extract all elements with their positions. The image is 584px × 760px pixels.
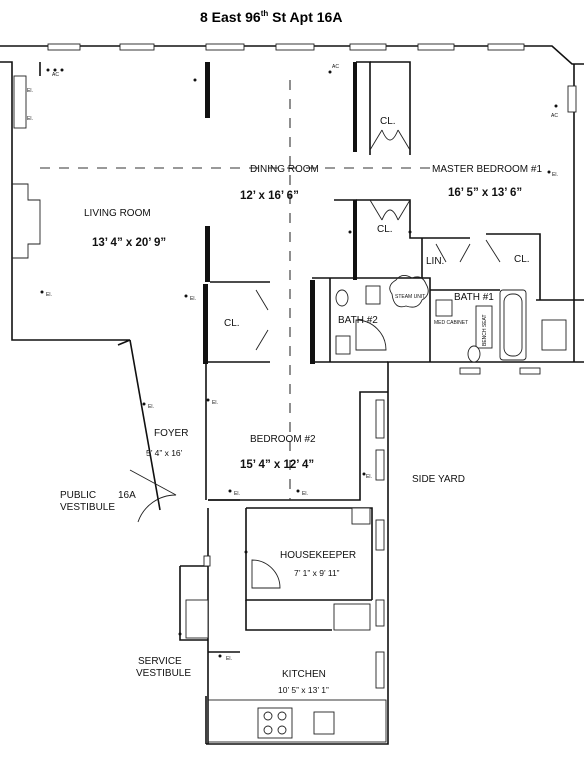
bench-seat-label: BENCH SEAT (482, 314, 488, 346)
title-superscript: th (261, 9, 269, 18)
windows (13, 43, 577, 689)
dining-room-label: DINING ROOM (250, 164, 319, 175)
service-vestibule-line2: VESTIBULE (136, 668, 191, 679)
master-bedroom-dims: 16’ 5” x 13’ 6” (448, 187, 522, 199)
title-suffix: St Apt 16A (268, 9, 342, 25)
el-label: El. (46, 292, 52, 298)
stove (257, 707, 293, 739)
dashed-divider (40, 80, 440, 500)
el-label: El. (27, 116, 33, 122)
closet-label-master-right: CL. (514, 254, 530, 265)
toilet (467, 345, 481, 363)
service-vestibule-line1: SERVICE (138, 656, 182, 667)
el-label: El. (148, 404, 154, 410)
closet-label-master-lower: CL. (377, 224, 393, 235)
plan-title: 8 East 96th St Apt 16A (200, 9, 342, 25)
kitchen-dims: 10’ 5” x 13’ 1” (278, 685, 329, 695)
el-label: El. (366, 474, 372, 480)
ac-label: AC (332, 64, 339, 70)
dining-room-dims: 12’ x 16’ 6” (240, 190, 299, 202)
el-label: El. (226, 656, 232, 662)
master-bedroom-label: MASTER BEDROOM #1 (432, 164, 542, 175)
door-swings (129, 129, 501, 589)
side-yard-label: SIDE YARD (412, 474, 465, 485)
med-cabinet-label: MED CABINET (434, 320, 468, 326)
fixtures (12, 183, 567, 743)
el-label: El. (234, 491, 240, 497)
kitchen-sink (313, 711, 335, 735)
room-labels: LIVING ROOM 13’ 4” x 20’ 9” DINING ROOM … (60, 116, 542, 695)
living-room-label: LIVING ROOM (84, 208, 151, 219)
housekeeper-dims: 7’ 1” x 9’ 11” (294, 568, 340, 578)
living-room-dims: 13’ 4” x 20’ 9” (92, 237, 166, 249)
el-label: El. (27, 88, 33, 94)
interior-walls (179, 61, 541, 744)
el-label: El. (212, 400, 218, 406)
housekeeper-label: HOUSEKEEPER (280, 550, 356, 561)
electrical-labels: El. El. AC AC AC El. El. El. El. El. El.… (27, 64, 558, 662)
el-label: El. (190, 296, 196, 302)
ac-label: AC (551, 113, 558, 119)
steam-unit-label: STEAM UNIT (395, 294, 425, 300)
ac-label: AC (52, 72, 59, 78)
sink (365, 285, 381, 305)
el-label: El. (552, 172, 558, 178)
unit-number: 16A (118, 490, 136, 501)
bedroom2-label: BEDROOM #2 (250, 434, 316, 445)
title-prefix: 8 East 96 (200, 9, 261, 25)
foyer-label: FOYER (154, 428, 188, 439)
bath2-label: BATH #2 (338, 315, 378, 326)
bath1-label: BATH #1 (454, 292, 494, 303)
public-vestibule-line2: VESTIBULE (60, 502, 115, 513)
bedroom2-dims: 15’ 4” x 12’ 4” (240, 459, 314, 471)
closet-label-master-top: CL. (380, 116, 396, 127)
outlets (40, 68, 558, 658)
public-vestibule-line1: PUBLIC (60, 490, 96, 501)
el-label: El. (302, 491, 308, 497)
kitchen-label: KITCHEN (282, 669, 326, 680)
exterior-walls (0, 45, 584, 745)
closet-label-living: CL. (224, 318, 240, 329)
foyer-dims: 5’ 4” x 16’ (146, 448, 183, 458)
linen-label: LIN. (426, 256, 444, 267)
